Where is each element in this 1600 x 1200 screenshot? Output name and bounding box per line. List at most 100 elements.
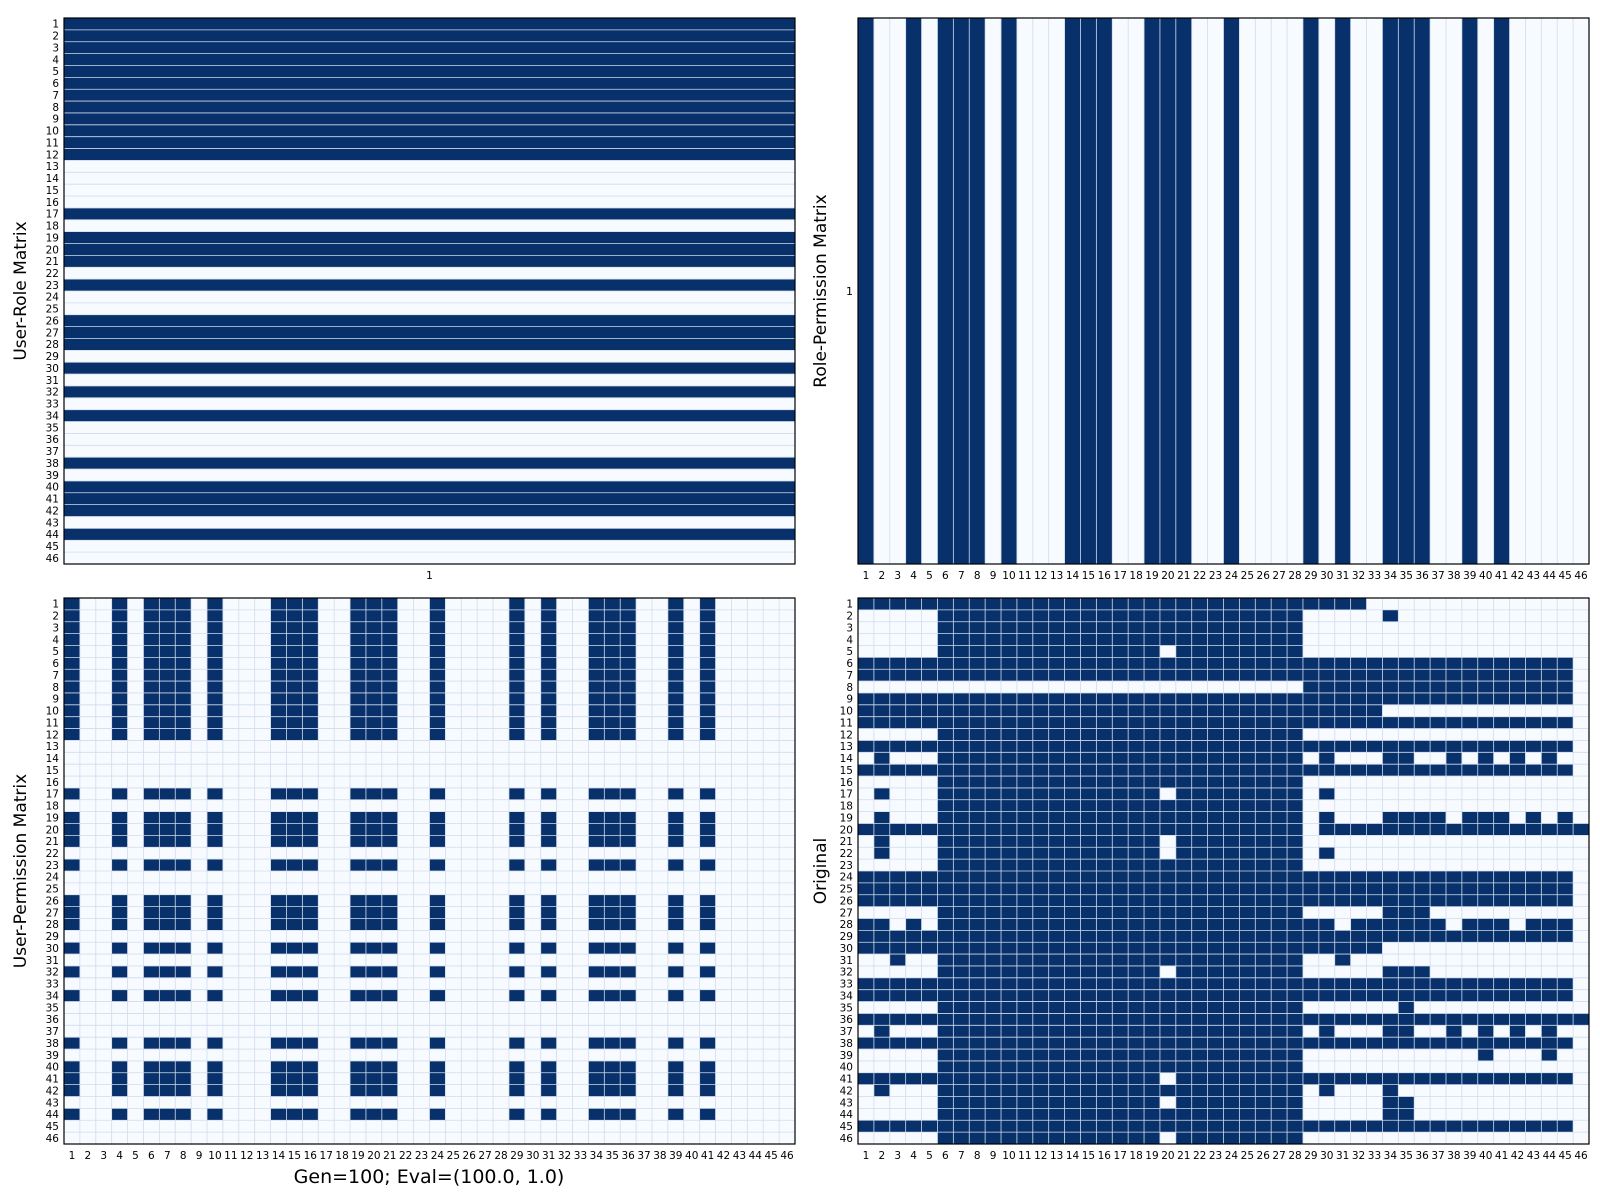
heatmap-cell bbox=[1223, 1132, 1240, 1144]
heatmap-cell bbox=[1112, 942, 1129, 955]
heatmap-cell bbox=[1191, 811, 1208, 824]
heatmap-cell bbox=[64, 314, 795, 327]
heatmap-cell bbox=[604, 787, 621, 800]
heatmap-cell bbox=[1207, 1001, 1224, 1014]
heatmap-cell bbox=[64, 480, 795, 493]
heatmap-cell bbox=[111, 942, 128, 955]
heatmap-cell bbox=[1271, 1037, 1288, 1050]
heatmap-cell bbox=[270, 621, 287, 634]
heatmap-cell bbox=[953, 942, 970, 955]
row-tick-label: 28 bbox=[46, 919, 59, 931]
heatmap-cell bbox=[1096, 1084, 1113, 1097]
heatmap-cell bbox=[1096, 692, 1113, 705]
heatmap-cell bbox=[604, 692, 621, 705]
heatmap-cell bbox=[604, 645, 621, 658]
row-tick-label: 17 bbox=[840, 789, 853, 801]
heatmap-cell bbox=[1271, 954, 1288, 966]
heatmap-cell bbox=[1159, 1060, 1176, 1073]
heatmap-cell bbox=[159, 787, 176, 800]
heatmap-cell bbox=[1001, 752, 1017, 765]
heatmap-cell bbox=[1445, 1120, 1462, 1133]
col-tick-label: 32 bbox=[1352, 1150, 1365, 1162]
heatmap-cell bbox=[1032, 692, 1049, 705]
heatmap-cell bbox=[937, 716, 954, 729]
row-tick-label: 11 bbox=[46, 717, 59, 729]
heatmap-cell bbox=[905, 669, 922, 682]
heatmap-cell bbox=[604, 918, 621, 931]
heatmap-cell bbox=[667, 942, 684, 955]
heatmap-cell bbox=[1096, 871, 1113, 883]
heatmap-cell bbox=[1080, 811, 1097, 824]
heatmap-cell bbox=[1175, 1132, 1192, 1144]
heatmap-cell bbox=[286, 906, 303, 919]
heatmap-cell bbox=[620, 1084, 637, 1097]
heatmap-cell bbox=[429, 787, 446, 800]
heatmap-cell bbox=[1509, 1013, 1526, 1026]
heatmap-cell bbox=[1398, 1013, 1415, 1026]
heatmap-cell bbox=[1287, 645, 1303, 658]
heatmap-cell bbox=[1048, 657, 1065, 670]
heatmap-cell bbox=[953, 918, 970, 931]
heatmap-cell bbox=[620, 787, 637, 800]
heatmap-cell bbox=[985, 633, 1002, 646]
heatmap-cell bbox=[64, 1037, 80, 1050]
heatmap-cell bbox=[1287, 669, 1303, 682]
heatmap-cell bbox=[159, 609, 176, 622]
heatmap-cell bbox=[381, 859, 398, 871]
heatmap-cell bbox=[143, 621, 160, 634]
heatmap-cell bbox=[1541, 918, 1558, 931]
heatmap-cell bbox=[1382, 740, 1399, 753]
heatmap-cell bbox=[921, 598, 938, 610]
heatmap-cell bbox=[1271, 645, 1288, 658]
heatmap-cell bbox=[937, 704, 954, 717]
col-tick-label: 18 bbox=[1129, 570, 1142, 582]
heatmap-cell bbox=[1080, 847, 1097, 860]
row-tick-label: 45 bbox=[46, 541, 59, 553]
heatmap-cell bbox=[1382, 716, 1399, 729]
col-tick-label: 11 bbox=[1018, 1150, 1031, 1162]
heatmap-cell bbox=[1064, 740, 1081, 753]
heatmap-cell bbox=[985, 799, 1002, 812]
heatmap-cell bbox=[905, 930, 922, 943]
heatmap-cell bbox=[286, 1060, 303, 1073]
heatmap-cell bbox=[969, 1120, 986, 1133]
heatmap-cell bbox=[1477, 764, 1494, 777]
heatmap-cell bbox=[1302, 740, 1319, 753]
col-tick-label: 21 bbox=[1177, 1150, 1190, 1162]
heatmap-cell bbox=[699, 906, 716, 919]
col-tick-label: 12 bbox=[240, 1150, 253, 1162]
heatmap-cell bbox=[350, 609, 366, 622]
heatmap-cell bbox=[1191, 1120, 1208, 1133]
heatmap-cell bbox=[667, 598, 684, 610]
heatmap-cell bbox=[1255, 799, 1272, 812]
heatmap-cell bbox=[508, 811, 525, 824]
heatmap-cell bbox=[604, 942, 621, 955]
heatmap-cell bbox=[429, 823, 446, 836]
heatmap-cell bbox=[302, 1072, 319, 1085]
heatmap-cell bbox=[143, 1108, 160, 1121]
heatmap-cell bbox=[508, 728, 525, 741]
heatmap-cell bbox=[1032, 716, 1049, 729]
heatmap-cell bbox=[207, 1060, 223, 1073]
heatmap-cell bbox=[111, 811, 128, 824]
heatmap-cell bbox=[1207, 609, 1224, 622]
col-tick-label: 3 bbox=[100, 1150, 107, 1162]
heatmap-cell bbox=[270, 942, 287, 955]
heatmap-cell bbox=[1080, 764, 1097, 777]
heatmap-cell bbox=[381, 965, 398, 978]
heatmap-cell bbox=[1048, 609, 1065, 622]
heatmap-cell bbox=[1159, 1037, 1176, 1050]
heatmap-cell bbox=[1096, 965, 1113, 978]
heatmap-cell bbox=[350, 704, 366, 717]
heatmap-cell bbox=[604, 728, 621, 741]
heatmap-cell bbox=[143, 942, 160, 955]
heatmap-cell bbox=[1255, 989, 1272, 1002]
heatmap-cell bbox=[175, 598, 192, 610]
heatmap-cell bbox=[1318, 787, 1335, 800]
heatmap-cell bbox=[1271, 894, 1288, 907]
heatmap-cell bbox=[953, 859, 970, 871]
heatmap-cell bbox=[143, 645, 160, 658]
row-tick-label: 8 bbox=[52, 682, 59, 694]
heatmap-cell bbox=[302, 1037, 319, 1050]
heatmap-cell bbox=[969, 598, 986, 610]
